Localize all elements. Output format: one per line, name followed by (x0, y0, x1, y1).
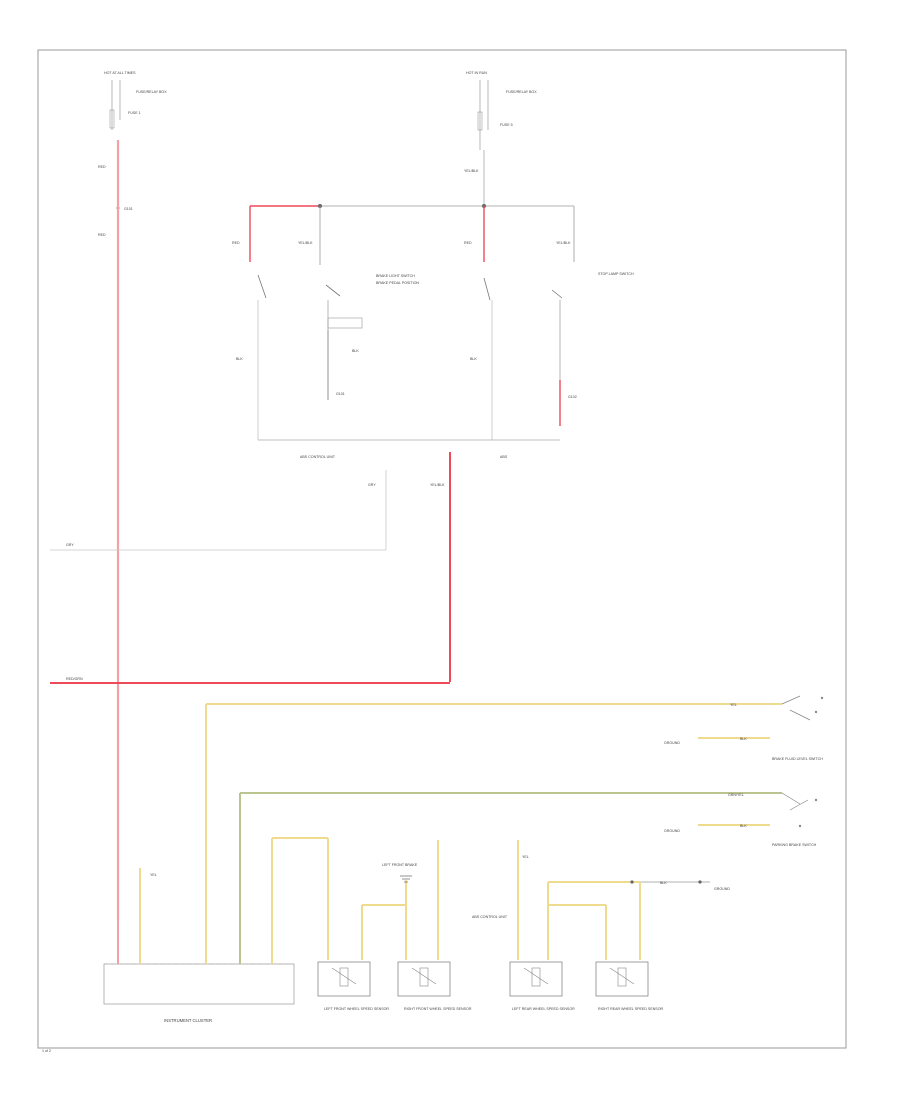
lr-sensor-label: LEFT REAR WHEEL SPEED SENSOR (512, 1007, 575, 1011)
brake-switch-assembly: RED YEL/BLK RED YEL/BLK BRAKE LIGHT SWIT… (232, 204, 634, 459)
sensor-lf: LEFT FRONT WHEEL SPEED SENSOR (317, 961, 389, 1011)
red-wire-label-top: YEL/BLK (430, 483, 445, 487)
lf-sensor-label: LEFT FRONT WHEEL SPEED SENSOR (324, 1007, 389, 1011)
abs-control-label: ABS CONTROL UNIT (300, 455, 336, 459)
parking-brake-switch-label: PARKING BRAKE SWITCH (772, 843, 817, 847)
switch-wire-label-2: YEL/BLK (298, 241, 313, 245)
page-number: 1 of 2 (42, 1049, 51, 1053)
switch-wire-label-3: RED (464, 241, 472, 245)
sensor-rf: RIGHT FRONT WHEEL SPEED SENSOR (397, 961, 472, 1011)
stop-lamp-switch-label: STOP LAMP SWITCH (598, 272, 634, 276)
left-front-brake-label: LEFT FRONT BRAKE (382, 863, 418, 867)
power-source-left: HOT AT ALL TIMES FUSE/RELAY BOX FUSE 1 R… (98, 71, 167, 237)
ground-right-label: G102 (568, 395, 577, 399)
blk-wire-label-2: BLK (740, 824, 747, 828)
switch-wire-label-1: RED (232, 241, 240, 245)
wire-yel-blk-label-top: YEL/BLK (464, 169, 479, 173)
rr-sensor-label: RIGHT REAR WHEEL SPEED SENSOR (598, 1007, 664, 1011)
instrument-cluster-label: INSTRUMENT CLUSTER (164, 1018, 212, 1023)
parking-brake-switch (781, 792, 818, 828)
switch-ground-label: BLK (352, 349, 359, 353)
brake-fluid-switch-label: BRAKE FLUID LEVEL SWITCH (772, 757, 823, 761)
yel-wire-label-1: YEL (730, 703, 737, 707)
wire-red-label-2: RED (98, 233, 106, 237)
fuse-left-label: FUSE 1 (128, 111, 141, 115)
hot-at-all-times-label: HOT AT ALL TIMES (104, 71, 136, 75)
sensor-yel-label: YEL (522, 855, 529, 859)
brake-fluid-switch (781, 695, 824, 721)
fuse-box-right-label: FUSE/RELAY BOX (506, 90, 537, 94)
abs-control-label-2: ABS CONTROL UNIT (472, 915, 508, 919)
switch-wire-label-4: YEL/BLK (556, 241, 571, 245)
abs-label: ABS (500, 455, 508, 459)
ground-label-1: GROUND (664, 741, 680, 745)
switch-blk-label: BLK (236, 357, 243, 361)
hot-in-run-label: HOT IN RUN (466, 71, 487, 75)
yellow-wires (139, 703, 782, 960)
gray-bus-label: GRY (66, 543, 74, 547)
gray-wire-label-top: GRY (368, 483, 376, 487)
diagram-frame (37, 49, 847, 1049)
blk-wire-label-1: BLK (740, 737, 747, 741)
ground-left-label: G101 (336, 392, 345, 396)
fuse-box-left-label: FUSE/RELAY BOX (136, 90, 167, 94)
blk-wire-label-3: BLK (660, 881, 667, 885)
cluster-yel-label: YEL (150, 873, 157, 877)
instrument-cluster: INSTRUMENT CLUSTER (103, 920, 295, 1023)
rf-sensor-label: RIGHT FRONT WHEEL SPEED SENSOR (404, 1007, 472, 1011)
ground-label-3: GROUND (714, 887, 730, 891)
ground-symbol (400, 875, 412, 883)
sensor-lr: LEFT REAR WHEEL SPEED SENSOR (509, 961, 575, 1011)
ground-label-2: GROUND (664, 829, 680, 833)
fuse-right-label: FUSE 5 (500, 123, 513, 127)
switch-blk-label-2: BLK (470, 357, 477, 361)
switch-detail-label: BRAKE PEDAL POSITION (376, 281, 419, 285)
red-bus-label: RED/GRN (66, 677, 83, 681)
splice-label: G101 (124, 207, 133, 211)
sensor-rr: RIGHT REAR WHEEL SPEED SENSOR (595, 961, 664, 1011)
power-source-right: HOT IN RUN FUSE/RELAY BOX FUSE 5 YEL/BLK (464, 71, 537, 206)
grn-wire-label: GRN/YEL (728, 793, 744, 797)
wire-red-label-1: RED (98, 165, 106, 169)
brake-light-switch-label: BRAKE LIGHT SWITCH (376, 274, 415, 278)
